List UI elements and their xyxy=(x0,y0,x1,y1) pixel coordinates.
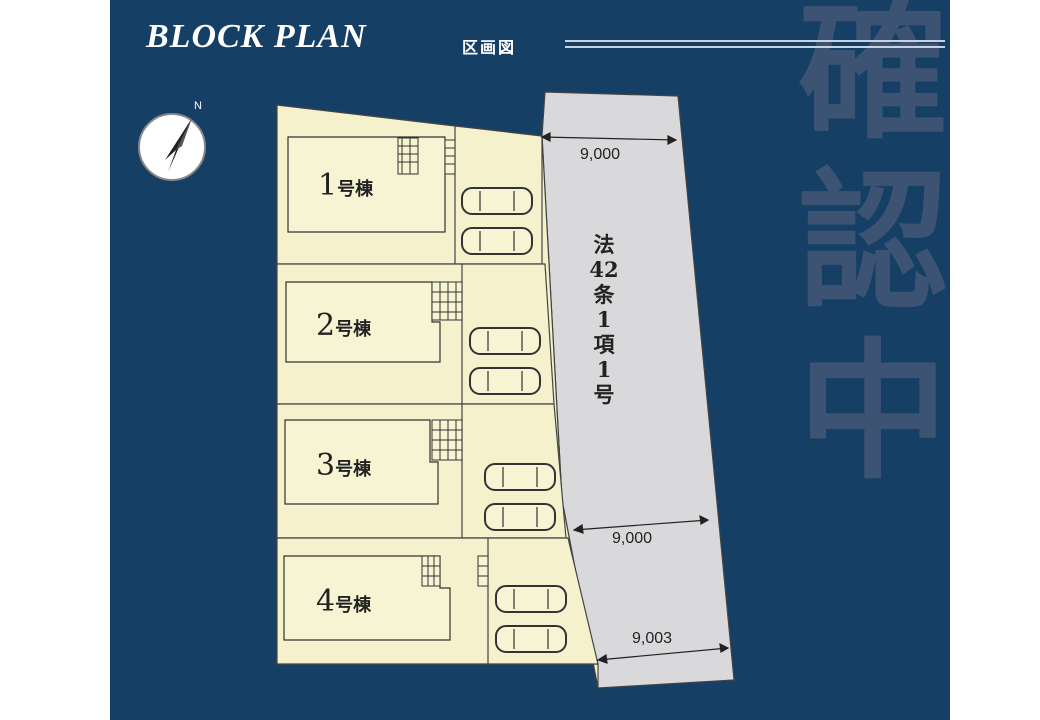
lot-1-number: 1 xyxy=(318,168,338,203)
lot-2-number: 2 xyxy=(316,308,336,343)
lot-4-number: 4 xyxy=(316,584,336,619)
lot-4-label: 4号棟 xyxy=(316,584,371,619)
car-icon xyxy=(484,503,556,531)
watermark-char-1: 確 xyxy=(797,0,948,160)
car-icon xyxy=(484,463,556,491)
lot-1-label: 1号棟 xyxy=(318,168,373,203)
lot-3-suffix: 号棟 xyxy=(335,459,372,480)
entrance-steps xyxy=(397,137,489,587)
title-rule-top xyxy=(565,40,945,42)
car-icon xyxy=(495,585,567,613)
lot-1-suffix: 号棟 xyxy=(337,179,374,200)
lot-3-number: 3 xyxy=(316,448,336,483)
lot-3-house xyxy=(284,419,439,505)
road-width-top: 9,000 xyxy=(580,146,621,163)
title-rule-bottom xyxy=(565,46,945,48)
compass-north-label: N xyxy=(194,100,202,112)
lot-2-label: 2号棟 xyxy=(316,308,371,343)
lot-2-suffix: 号棟 xyxy=(335,319,372,340)
car-icon xyxy=(495,625,567,653)
watermark-text: 確 認 中 xyxy=(788,0,950,498)
watermark-char-2: 認 xyxy=(797,156,948,330)
site-plan-drawing xyxy=(138,91,735,689)
compass-icon xyxy=(138,113,206,181)
lot-4-suffix: 号棟 xyxy=(335,595,372,616)
car-windows xyxy=(479,191,549,649)
car-icon xyxy=(469,327,541,355)
car-icon xyxy=(461,227,533,255)
car-icon xyxy=(461,187,533,215)
block-plan-board: 確 認 中 BLOCK PLAN 区画図 xyxy=(110,0,950,720)
road-width-bottom: 9,003 xyxy=(632,630,673,647)
lot-3-label: 3号棟 xyxy=(316,448,371,483)
car-icon xyxy=(469,367,541,395)
watermark-char-3: 中 xyxy=(797,326,948,500)
page-title: BLOCK PLAN xyxy=(146,18,367,55)
road-dimension-lines xyxy=(540,132,730,664)
road-classification-label: 法42条1項1号 xyxy=(589,232,619,407)
page-subtitle: 区画図 xyxy=(462,38,517,57)
road-width-middle: 9,000 xyxy=(612,530,653,547)
